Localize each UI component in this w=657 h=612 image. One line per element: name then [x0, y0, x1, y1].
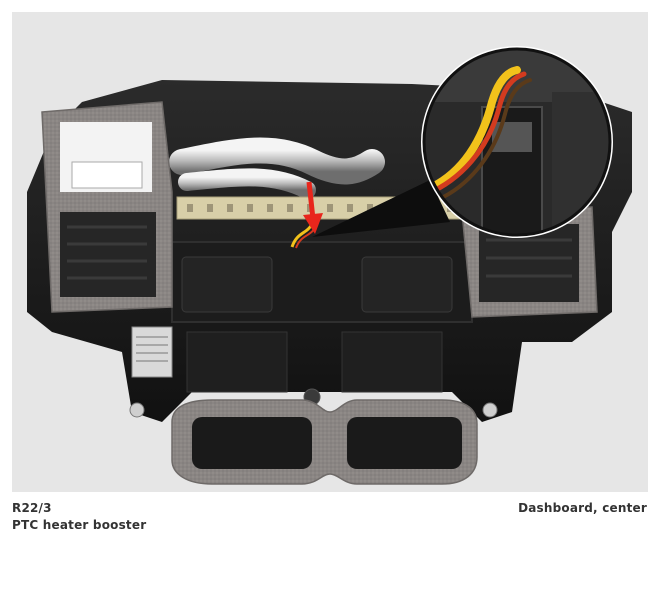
callout-wedge	[312, 180, 450, 237]
component-code: R22/3	[12, 501, 52, 515]
component-photo	[12, 12, 648, 492]
coolant-pipes	[169, 137, 385, 199]
pointer-arrow	[303, 181, 323, 234]
component-name: PTC heater booster	[12, 518, 147, 532]
left-vent-gasket	[41, 101, 173, 313]
component-location: Dashboard, center	[518, 501, 647, 515]
bottom-vent-gasket	[171, 399, 478, 485]
heater-unit-illustration	[12, 12, 648, 492]
detail-magnifier	[421, 46, 613, 238]
